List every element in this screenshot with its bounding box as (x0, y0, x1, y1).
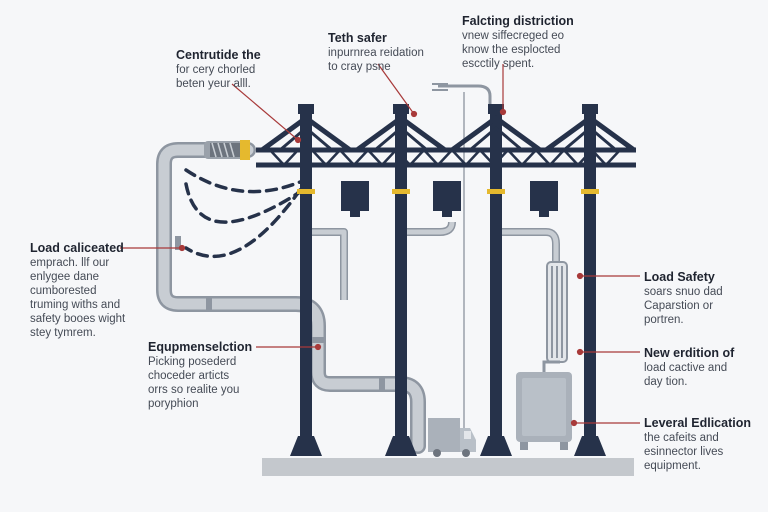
leader-dot-7 (576, 348, 584, 356)
annotation-teth-safer: Teth safer inpurnrea reidation to cray p… (328, 31, 468, 74)
leader-dot-8 (570, 419, 578, 427)
tower-1 (260, 104, 352, 456)
annotation-heading: New erdition of (644, 346, 735, 360)
annotation-body: for cery chorled beten yeur alll. (176, 64, 256, 90)
ribbed-column (546, 261, 568, 363)
annotation-centrutide: Centrutide the for cery chorled beten ye… (176, 48, 316, 91)
truss (256, 147, 636, 168)
leader-lines (120, 63, 640, 427)
annotation-body: the cafeits and esinnector lives equipme… (644, 432, 724, 472)
cables (184, 168, 302, 259)
annotation-equpmenselction: Equpmenselction Picking posederd chocede… (148, 340, 298, 411)
annotation-body: inpurnrea reidation to cray psne (328, 47, 424, 73)
tower-2 (355, 104, 447, 456)
annotation-load-caliceated: Load caliceated emprach. llf our enlygee… (30, 241, 180, 340)
leader-line-2 (377, 63, 415, 115)
annotation-heading: Teth safer (328, 31, 387, 45)
ground-slab (262, 458, 634, 476)
transformer-boxes (341, 181, 558, 217)
annotation-falcting-distriction: Falcting distriction vnew siffecreged eo… (462, 14, 602, 71)
annotation-heading: Centrutide the (176, 48, 261, 62)
equipment-cabinet (516, 360, 572, 450)
plug-device (432, 83, 492, 108)
annotation-body: Picking posederd choceder articts orrs s… (148, 356, 240, 410)
leader-dot-5 (314, 343, 322, 351)
leader-dot-4 (178, 244, 186, 252)
annotation-heading: Equpmenselction (148, 340, 253, 354)
leader-dot-3 (499, 108, 507, 116)
annotation-heading: Load Safety (644, 270, 715, 284)
annotation-heading: Leveral Edlication (644, 416, 751, 430)
leader-line-1 (231, 83, 299, 141)
tower-3 (450, 104, 542, 456)
annotation-body: load cactive and day tion. (644, 362, 728, 388)
annotation-body: soars snuo dad Caparstion or portren. (644, 286, 723, 326)
annotation-heading: Falcting distriction (462, 14, 574, 28)
annotation-heading: Load caliceated (30, 241, 124, 255)
pipe-joints (175, 236, 385, 391)
tower-4 (544, 104, 636, 456)
annotation-new-erdition: New erdition of load cactive and day tio… (644, 346, 764, 389)
leader-dot-1 (294, 136, 302, 144)
cable-connector (204, 140, 250, 160)
utility-vehicle (428, 418, 476, 457)
tower-pipes (306, 221, 560, 300)
annotation-load-safety: Load Safety soars snuo dad Caparstion or… (644, 270, 764, 327)
annotation-body: vnew siffecreged eo know the esplocted e… (462, 30, 565, 70)
leader-dot-6 (576, 272, 584, 280)
annotation-leveral-edlication: Leveral Edlication the cafeits and esinn… (644, 416, 764, 473)
annotation-body: emprach. llf our enlygee dane cumboreste… (30, 257, 126, 339)
leader-dot-2 (410, 110, 418, 118)
